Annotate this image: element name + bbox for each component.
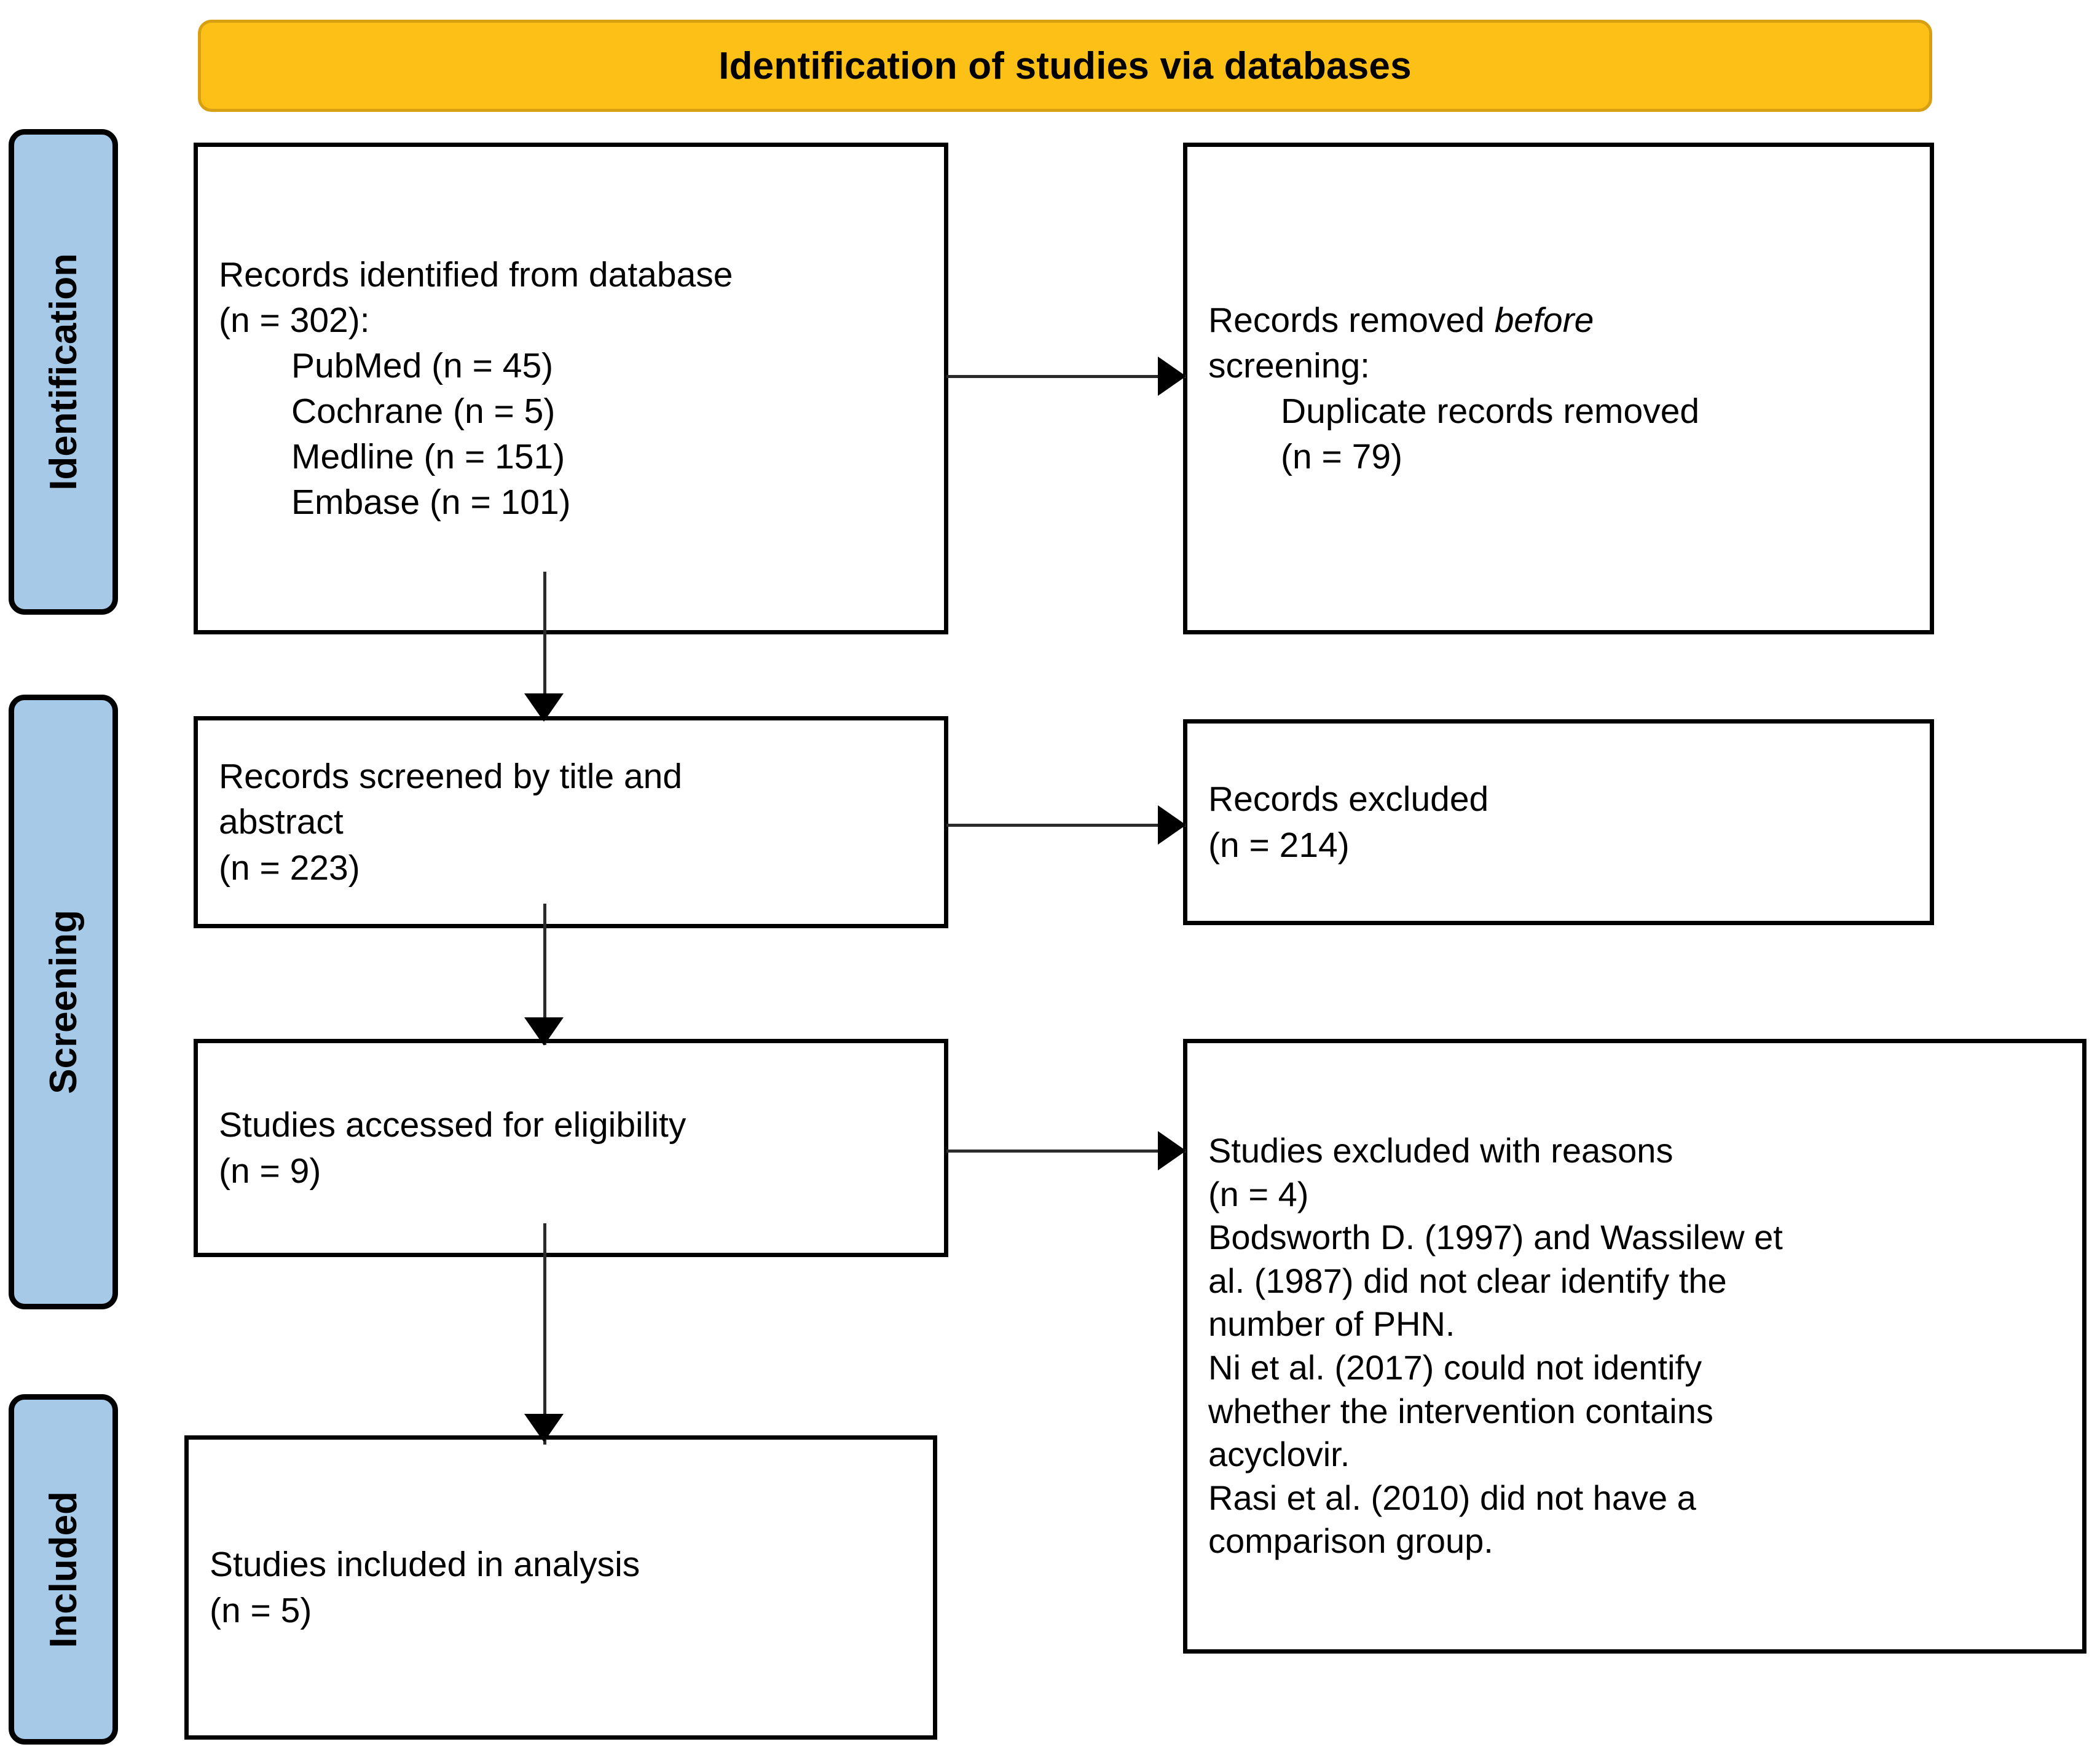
- records-excluded-line1: Records excluded: [1208, 779, 1489, 819]
- box-records-removed-before-screening: Records removed before screening: Duplic…: [1183, 143, 1934, 634]
- exclusion-reason-3-line2: comparison group.: [1208, 1521, 1493, 1561]
- arrowhead-identified-to-screened: [524, 693, 564, 722]
- source-medline: Medline (n = 151): [291, 437, 565, 477]
- box-studies-excluded-with-reasons: Studies excluded with reasons (n = 4) Bo…: [1183, 1039, 2086, 1654]
- source-pubmed: PubMed (n = 45): [291, 345, 554, 385]
- records-removed-line1: Records removed before: [1208, 298, 1909, 343]
- box-records-identified: Records identified from database (n = 30…: [194, 143, 948, 634]
- records-identified-count: (n = 302):: [219, 300, 370, 340]
- exclusion-reason-2-line3: acyclovir.: [1208, 1435, 1350, 1474]
- studies-excluded-count: (n = 4): [1208, 1174, 1309, 1213]
- source-embase: Embase (n = 101): [291, 483, 571, 523]
- stage-label-included-text: Included: [42, 1491, 85, 1648]
- connector-screened-to-excluded: [946, 824, 1186, 827]
- connector-eligible-to-included: [543, 1223, 546, 1445]
- connector-identified-to-removed: [946, 375, 1186, 378]
- stage-label-screening: Screening: [9, 695, 118, 1309]
- exclusion-reason-2-line1: Ni et al. (2017) could not identify: [1208, 1348, 1702, 1387]
- arrowhead-screened-to-excluded: [1158, 805, 1186, 845]
- records-removed-prefix: Records removed: [1208, 300, 1495, 340]
- stage-label-identification-text: Identification: [42, 253, 85, 491]
- exclusion-reason-3-line1: Rasi et al. (2010) did not have a: [1208, 1478, 1696, 1517]
- duplicate-records-removed: Duplicate records removed: [1281, 392, 1700, 431]
- exclusion-reason-2-line2: whether the intervention contains: [1208, 1391, 1713, 1430]
- stage-label-identification: Identification: [9, 129, 118, 615]
- records-excluded-count: (n = 214): [1208, 825, 1350, 865]
- connector-screened-to-eligible: [543, 904, 546, 1045]
- records-removed-line2: screening:: [1208, 345, 1370, 385]
- box-studies-accessed-for-eligibility: Studies accessed for eligibility (n = 9): [194, 1039, 948, 1257]
- records-screened-line1: Records screened by title and: [219, 757, 683, 797]
- banner-identification-via-databases: Identification of studies via databases: [198, 20, 1932, 112]
- studies-excluded-line1: Studies excluded with reasons: [1208, 1131, 1673, 1170]
- studies-included-count: (n = 5): [210, 1590, 312, 1630]
- box-records-screened: Records screened by title and abstract (…: [194, 716, 948, 928]
- box-records-excluded: Records excluded (n = 214): [1183, 719, 1934, 925]
- exclusion-reason-1-line1: Bodsworth D. (1997) and Wassilew et: [1208, 1218, 1783, 1257]
- exclusion-reason-1-line2: al. (1987) did not clear identify the: [1208, 1261, 1727, 1300]
- arrowhead-eligible-to-included: [524, 1414, 564, 1442]
- records-screened-count: (n = 223): [219, 848, 360, 888]
- studies-eligible-line1: Studies accessed for eligibility: [219, 1105, 686, 1145]
- studies-included-line1: Studies included in analysis: [210, 1545, 640, 1585]
- arrowhead-screened-to-eligible: [524, 1017, 564, 1046]
- duplicate-records-count: (n = 79): [1281, 437, 1403, 477]
- studies-eligible-count: (n = 9): [219, 1151, 321, 1191]
- records-identified-line1: Records identified from database: [219, 254, 733, 294]
- connector-eligible-to-reasons: [946, 1150, 1186, 1153]
- banner-title: Identification of studies via databases: [718, 44, 1412, 87]
- stage-label-included: Included: [9, 1394, 118, 1745]
- exclusion-reason-1-line3: number of PHN.: [1208, 1304, 1455, 1344]
- records-removed-emphasis: before: [1494, 300, 1594, 340]
- source-cochrane: Cochrane (n = 5): [291, 392, 556, 431]
- records-screened-line2: abstract: [219, 802, 344, 842]
- arrowhead-identified-to-removed: [1158, 357, 1186, 396]
- stage-label-screening-text: Screening: [42, 910, 85, 1094]
- connector-identified-to-screened: [543, 572, 546, 719]
- arrowhead-eligible-to-reasons: [1158, 1131, 1186, 1170]
- box-studies-included-in-analysis: Studies included in analysis (n = 5): [184, 1435, 937, 1740]
